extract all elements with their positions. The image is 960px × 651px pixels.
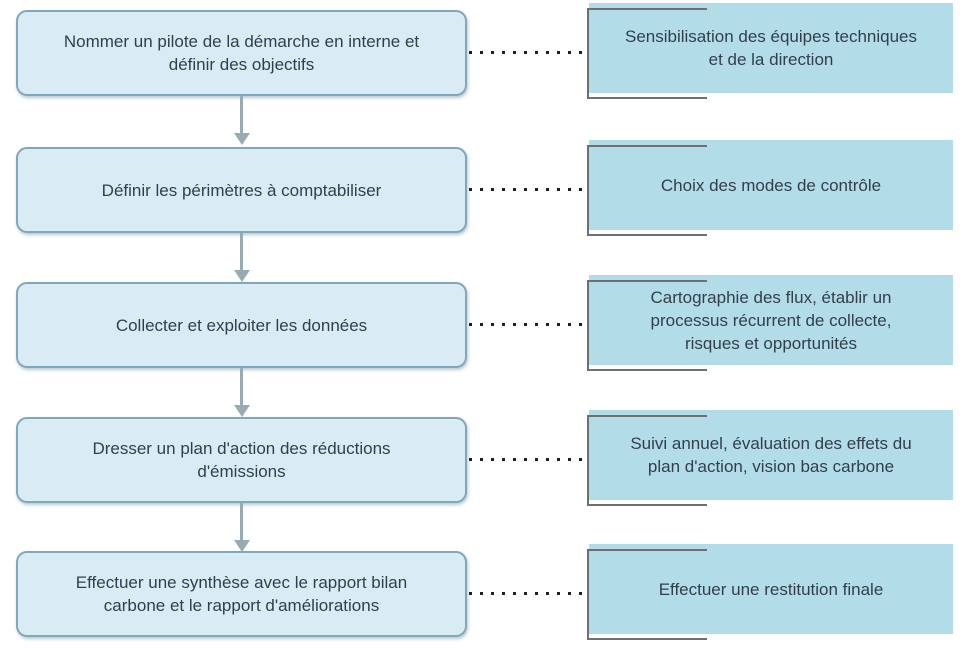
note-box-1: Sensibilisation des équipes techniques e…	[587, 3, 953, 99]
arrow-head-icon	[233, 405, 250, 417]
note-label-5: Effectuer une restitution finale	[658, 579, 884, 599]
arrow-line	[240, 503, 243, 540]
note-box-5: Effectuer une restitution finale	[587, 544, 953, 640]
note-box-3: Cartographie des flux, établir un proces…	[587, 275, 953, 371]
dotted-connector-1	[469, 51, 588, 54]
step-box-5: Effectuer une synthèse avec le rapport b…	[16, 551, 467, 637]
down-arrow-3	[233, 368, 250, 417]
arrow-line	[240, 96, 243, 133]
note-label-1: Sensibilisation des équipes techniques e…	[624, 27, 918, 69]
step-label-4: Dresser un plan d'action des réductions …	[92, 439, 391, 481]
note-box-2: Choix des modes de contrôle	[587, 140, 953, 236]
dotted-connector-2	[469, 188, 588, 191]
step-label-1: Nommer un pilote de la démarche en inter…	[63, 32, 420, 74]
step-box-4: Dresser un plan d'action des réductions …	[16, 417, 467, 503]
step-label-3: Collecter et exploiter les données	[115, 315, 368, 335]
dotted-connector-3	[469, 323, 588, 326]
process-row-2: Définir les périmètres à comptabiliser C…	[0, 140, 960, 238]
process-row-5: Effectuer une synthèse avec le rapport b…	[0, 544, 960, 642]
process-row-4: Dresser un plan d'action des réductions …	[0, 410, 960, 508]
arrow-head-icon	[233, 133, 250, 145]
step-box-2: Définir les périmètres à comptabiliser	[16, 147, 467, 233]
note-label-3: Cartographie des flux, établir un proces…	[650, 287, 892, 353]
down-arrow-4	[233, 503, 250, 552]
arrow-line	[240, 368, 243, 405]
step-label-5: Effectuer une synthèse avec le rapport b…	[75, 573, 408, 615]
note-box-4: Suivi annuel, évaluation des effets du p…	[587, 410, 953, 506]
step-box-3: Collecter et exploiter les données	[16, 282, 467, 368]
arrow-line	[240, 233, 243, 270]
note-label-2: Choix des modes de contrôle	[660, 175, 882, 195]
arrow-head-icon	[233, 270, 250, 282]
down-arrow-1	[233, 96, 250, 145]
step-label-2: Définir les périmètres à comptabiliser	[101, 180, 382, 200]
step-box-1: Nommer un pilote de la démarche en inter…	[16, 10, 467, 96]
note-label-4: Suivi annuel, évaluation des effets du p…	[630, 434, 912, 476]
arrow-head-icon	[233, 540, 250, 552]
dotted-connector-4	[469, 458, 588, 461]
process-row-1: Nommer un pilote de la démarche en inter…	[0, 3, 960, 101]
dotted-connector-5	[469, 592, 588, 595]
process-row-3: Collecter et exploiter les données Carto…	[0, 275, 960, 373]
down-arrow-2	[233, 233, 250, 282]
